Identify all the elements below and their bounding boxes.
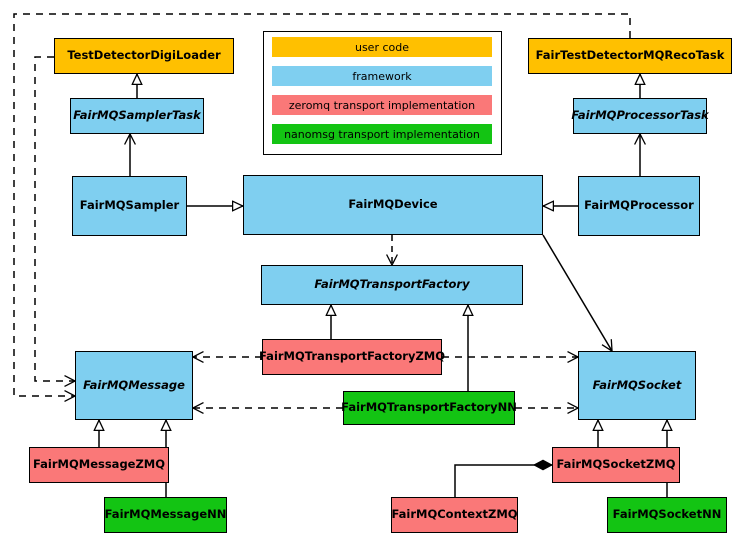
edge-recotask-to-message: [13, 13, 631, 396]
class-node-fairmqsocketzmq[interactable]: FairMQSocketZMQ: [552, 447, 680, 483]
class-node-fairmqmessagezmq[interactable]: FairMQMessageZMQ: [29, 447, 169, 483]
legend-label-zeromq: zeromq transport implementation: [288, 98, 476, 112]
class-node-fairmqsocketnn[interactable]: FairMQSocketNN: [607, 497, 727, 533]
class-label: FairMQContextZMQ: [391, 507, 518, 522]
legend-item-framework: framework: [272, 66, 492, 86]
class-node-fairmqprocessortask[interactable]: FairMQProcessorTask: [571, 98, 709, 134]
class-label: FairTestDetectorMQRecoTask: [535, 48, 725, 63]
class-node-fairtestdetectormqrecotask[interactable]: FairTestDetectorMQRecoTask: [528, 38, 732, 74]
class-node-fairmqcontextzmq[interactable]: FairMQContextZMQ: [391, 497, 518, 533]
class-label: FairMQDevice: [348, 197, 438, 212]
class-label: FairMQMessageZMQ: [32, 457, 166, 472]
class-label: TestDetectorDigiLoader: [67, 48, 221, 63]
class-node-fairmqsampler[interactable]: FairMQSampler: [72, 176, 187, 236]
class-node-fairmqprocessor[interactable]: FairMQProcessor: [578, 176, 700, 236]
legend-label-user-code: user code: [354, 40, 410, 54]
legend-item-user-code: user code: [272, 37, 492, 57]
class-label: FairMQProcessor: [584, 198, 694, 213]
class-node-fairmqtransportfactory[interactable]: FairMQTransportFactory: [261, 265, 523, 305]
edge-digiloader-to-message: [34, 56, 75, 381]
class-node-fairmqmessage[interactable]: FairMQMessage: [75, 351, 193, 420]
legend-label-nanomsg: nanomsg transport implementation: [284, 127, 480, 141]
class-node-fairmqtransportfactoryzmq[interactable]: FairMQTransportFactoryZMQ: [259, 339, 446, 375]
class-label: FairMQSamplerTask: [73, 108, 201, 123]
class-node-fairmqsocket[interactable]: FairMQSocket: [578, 351, 696, 420]
class-label: FairMQProcessorTask: [571, 108, 709, 123]
class-label: FairMQTransportFactory: [314, 277, 470, 292]
edge-socketzmq-composes-contextzmq: [454, 465, 552, 497]
class-label: FairMQSocketNN: [612, 507, 722, 522]
class-label: FairMQSocket: [592, 377, 682, 392]
legend-item-zeromq: zeromq transport implementation: [272, 95, 492, 115]
edge-device-to-socket: [542, 234, 612, 351]
class-node-fairmqsamplertask[interactable]: FairMQSamplerTask: [70, 98, 204, 134]
class-label: FairMQSampler: [79, 198, 180, 213]
class-label: FairMQSocketZMQ: [556, 457, 676, 472]
class-node-fairmqdevice[interactable]: FairMQDevice: [243, 175, 543, 235]
class-label: FairMQMessageNN: [104, 507, 227, 522]
class-node-fairmqtransportfactorynn[interactable]: FairMQTransportFactoryNN: [341, 391, 517, 425]
legend-item-nanomsg: nanomsg transport implementation: [272, 124, 492, 144]
class-label: FairMQMessage: [83, 377, 185, 392]
class-node-fairmqmessagenn[interactable]: FairMQMessageNN: [104, 497, 227, 533]
class-label: FairMQTransportFactoryZMQ: [259, 349, 446, 364]
class-node-testdetectordigiloader[interactable]: TestDetectorDigiLoader: [54, 38, 234, 74]
class-label: FairMQTransportFactoryNN: [341, 400, 517, 415]
legend-label-framework: framework: [352, 69, 412, 83]
